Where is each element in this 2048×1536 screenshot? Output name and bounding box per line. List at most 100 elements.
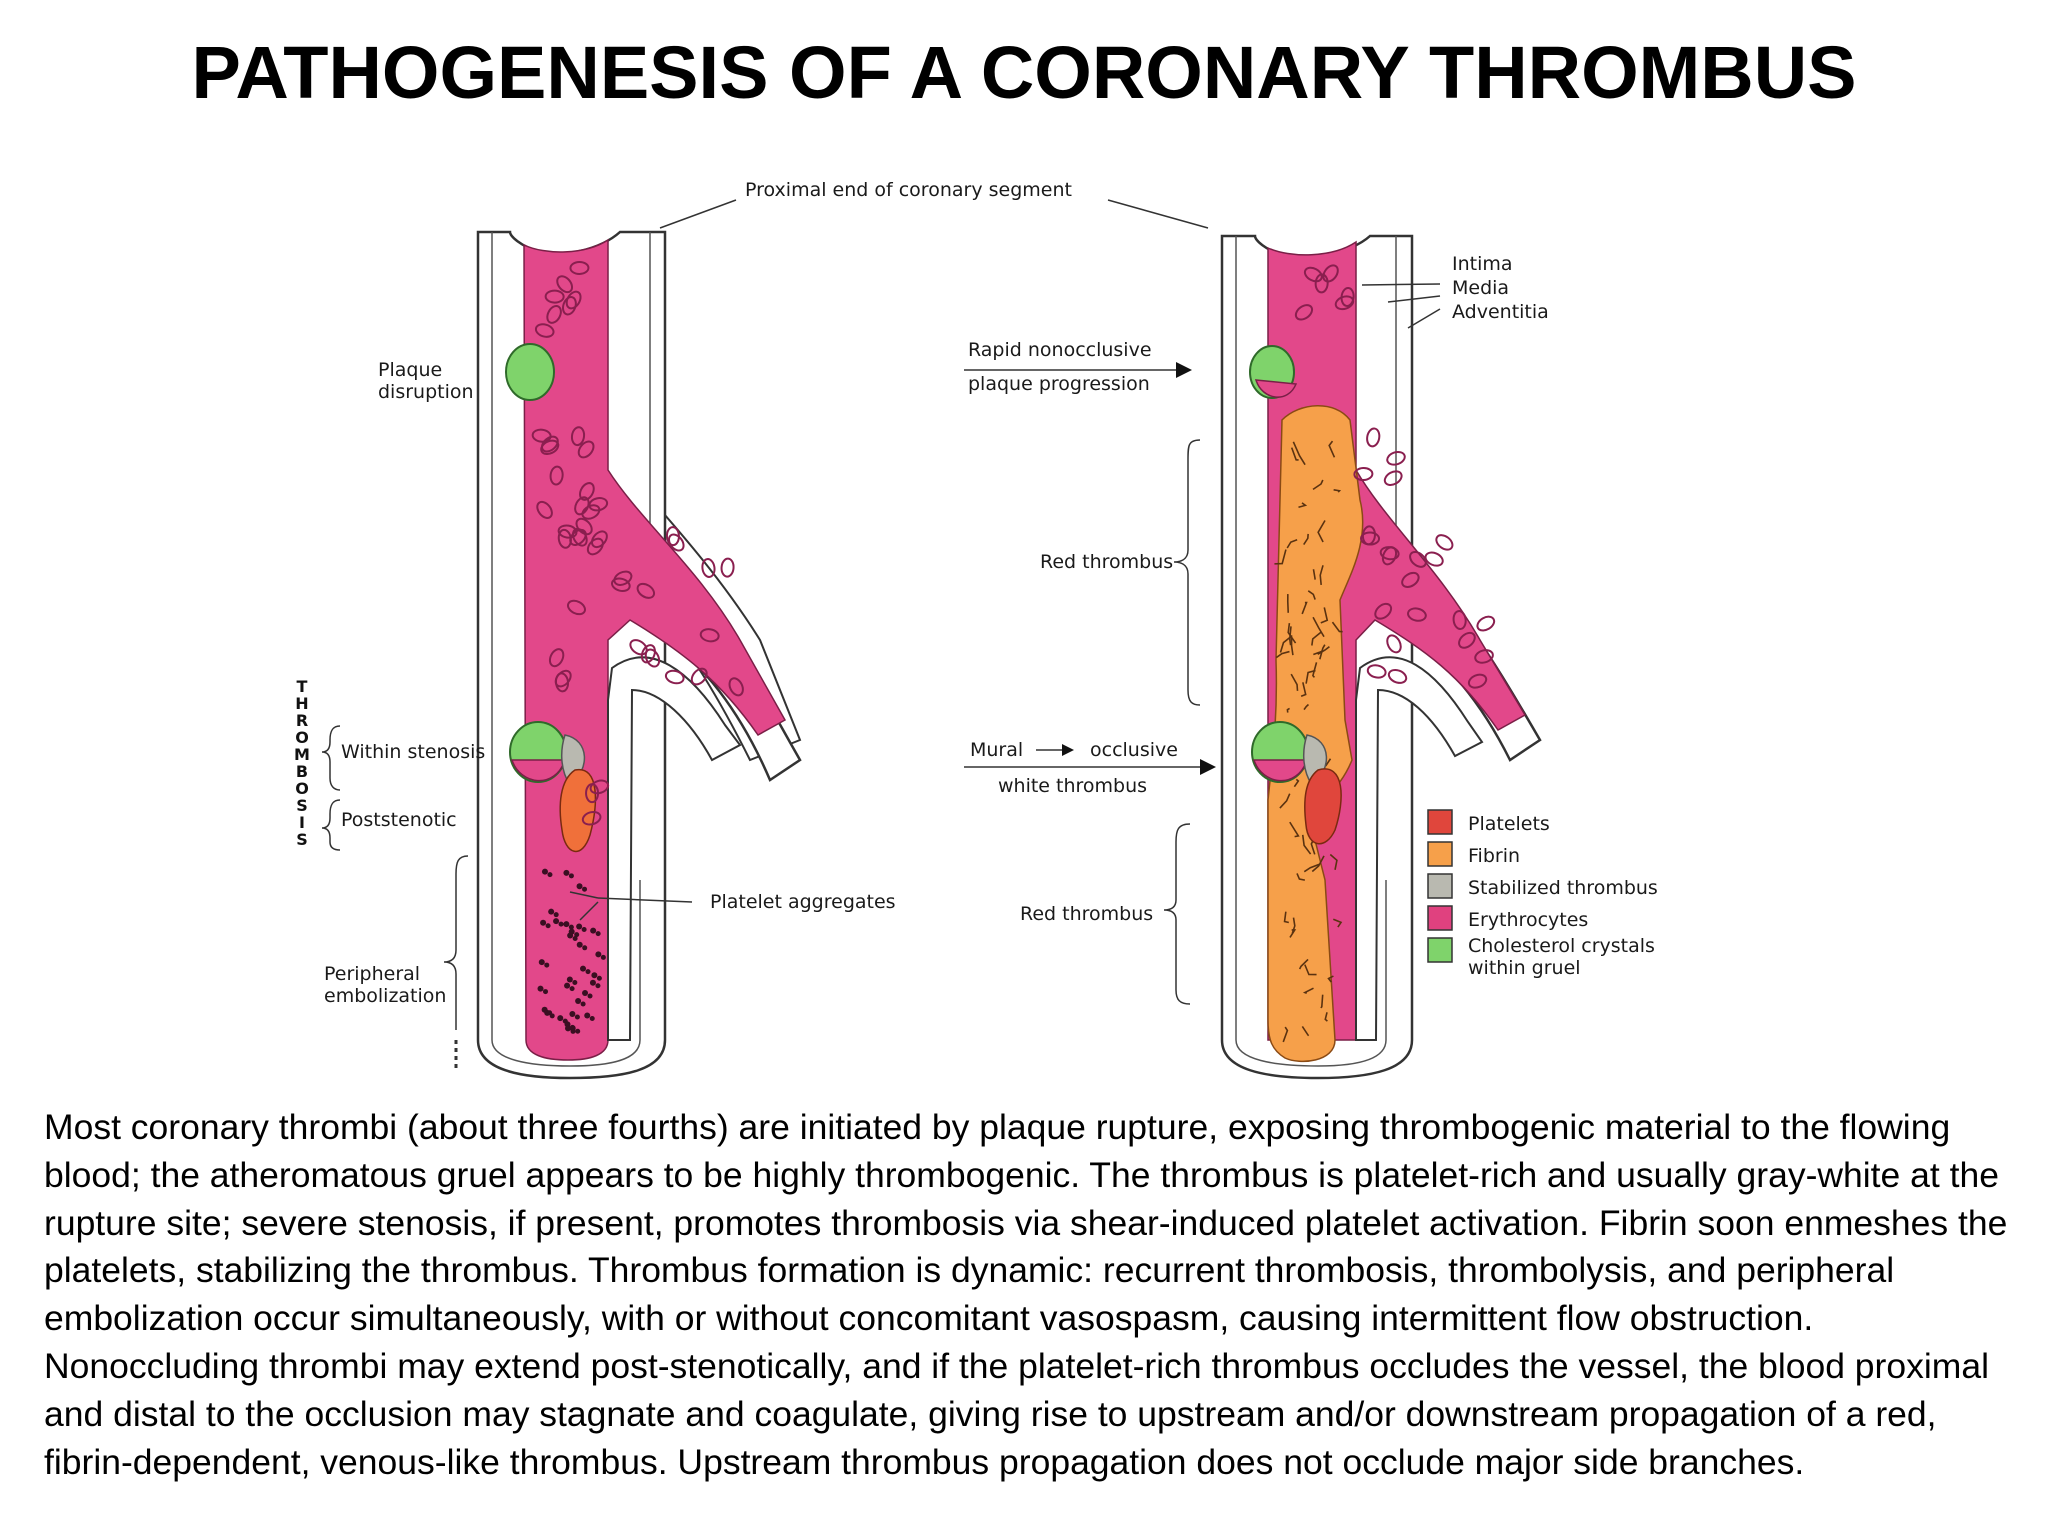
erythrocyte-mark xyxy=(556,275,574,294)
fibrin-swatch-icon xyxy=(1427,841,1453,867)
left-vessel xyxy=(476,230,802,1080)
erythrocyte-mark xyxy=(728,677,744,697)
left-blood-lumen xyxy=(523,238,787,1061)
fibrin-strand xyxy=(1286,539,1298,549)
fibrin-strand xyxy=(1301,1025,1310,1037)
fibrin-strand xyxy=(1331,621,1343,633)
legend-item-platelets: Platelets xyxy=(1427,809,1550,835)
erythrocyte-mark xyxy=(1407,607,1427,622)
aggregate-mark xyxy=(568,924,574,930)
fibrin-strand xyxy=(1311,855,1325,873)
fibrin-strand xyxy=(1328,440,1336,458)
erythrocyte-mark xyxy=(664,669,685,685)
thrombosis-letter: O xyxy=(295,728,309,747)
aggregate-mark xyxy=(568,873,574,879)
erythrocyte-mark xyxy=(1322,264,1339,283)
label-within-stenosis: Within stenosis xyxy=(341,741,485,763)
fibrin-strand xyxy=(1312,479,1324,491)
erythrocyte-mark xyxy=(629,639,648,656)
aggregate-mark xyxy=(544,962,550,968)
erythrocyte-mark xyxy=(540,435,559,453)
aggregate-mark xyxy=(569,1011,576,1018)
fibrin-strand xyxy=(1293,778,1300,788)
fibrin-strand xyxy=(1298,502,1308,509)
erythrocyte-mark xyxy=(1452,610,1467,630)
fibrin-strand xyxy=(1332,918,1343,928)
erythrocyte-mark xyxy=(1387,668,1408,684)
erythrocyte-mark xyxy=(589,779,610,795)
legend-item-stabilized: Stabilized thrombus xyxy=(1427,873,1658,899)
aggregate-mark xyxy=(544,1009,551,1016)
erythrocyte-mark xyxy=(1366,427,1381,448)
erythrocyte-mark xyxy=(1424,551,1444,567)
erythrocytes-swatch-icon xyxy=(1427,905,1453,931)
aggregate-mark xyxy=(541,868,548,875)
aggregate-mark xyxy=(538,959,545,966)
erythrocyte-mark xyxy=(540,439,560,455)
fibrin-strand xyxy=(1317,646,1330,656)
right-platelet-thrombus xyxy=(1304,768,1342,845)
fibrin-strand xyxy=(1302,987,1314,995)
aggregate-mark xyxy=(537,985,544,992)
erythrocyte-mark xyxy=(1374,602,1393,620)
erythrocyte-mark xyxy=(586,537,604,556)
legend-item-cholesterol: Cholesterol crystals within gruel xyxy=(1427,935,1655,979)
erythrocyte-mark xyxy=(1383,470,1403,486)
label-proximal-end: Proximal end of coronary segment xyxy=(745,179,1072,201)
erythrocyte-mark xyxy=(613,570,633,586)
erythrocyte-mark xyxy=(1401,571,1420,588)
legend-label-2: within gruel xyxy=(1468,957,1581,979)
legend-label: Platelets xyxy=(1468,813,1550,835)
thrombosis-letter: H xyxy=(295,694,308,713)
label-plaque-disruption-2: disruption xyxy=(378,381,474,403)
fibrin-strand xyxy=(1304,964,1317,976)
erythrocyte-mark xyxy=(581,504,601,520)
erythrocyte-mark xyxy=(1435,534,1454,551)
fibrin-strand xyxy=(1307,590,1316,600)
fibrin-strand xyxy=(1287,623,1297,644)
aggregate-mark xyxy=(595,951,602,958)
fibrin-strand xyxy=(1311,631,1322,646)
erythrocyte-mark xyxy=(557,524,578,539)
label-peripheral-2: embolization xyxy=(324,985,446,1007)
label-intima: Intima xyxy=(1452,253,1513,275)
fibrin-strand xyxy=(1296,873,1306,881)
thrombosis-letter: M xyxy=(294,745,310,764)
fibrin-strand xyxy=(1312,662,1318,678)
fibrin-strand xyxy=(1320,607,1329,624)
thrombosis-letter: S xyxy=(296,830,308,849)
aggregate-mark xyxy=(576,923,583,930)
aggregate-mark xyxy=(564,982,571,989)
erythrocyte-mark xyxy=(640,644,656,664)
erythrocyte-mark xyxy=(549,465,564,486)
erythrocyte-mark xyxy=(1353,467,1374,482)
cholesterol-swatch-icon xyxy=(1427,937,1453,963)
label-white-thrombus: white thrombus xyxy=(998,775,1147,797)
erythrocyte-mark xyxy=(565,290,582,310)
aggregate-mark xyxy=(543,989,549,995)
fibrin-strand xyxy=(1275,650,1290,659)
label-media: Media xyxy=(1452,277,1509,299)
aggregate-mark xyxy=(589,1016,595,1022)
aggregate-mark xyxy=(540,919,547,926)
fibrin-strand xyxy=(1333,488,1342,493)
thrombosis-letter: R xyxy=(296,711,308,730)
aggregate-mark xyxy=(569,986,575,992)
erythrocyte-mark xyxy=(548,648,565,668)
erythrocyte-mark xyxy=(690,667,708,686)
fibrin-strand xyxy=(1320,994,1324,1009)
fibrin-strand xyxy=(1312,616,1325,638)
aggregate-mark xyxy=(584,1012,591,1019)
label-adventitia: Adventitia xyxy=(1452,301,1549,323)
fibrin-strand xyxy=(1298,958,1309,970)
aggregate-mark xyxy=(557,1015,564,1022)
aggregate-mark xyxy=(580,1001,586,1007)
fibrin-strand xyxy=(1300,682,1307,697)
stabilized-thrombus-swatch-icon xyxy=(1427,873,1453,899)
erythrocyte-mark xyxy=(1386,634,1402,654)
label-rapid-1: Rapid nonocclusive xyxy=(968,339,1152,361)
left-plaque-upper xyxy=(505,343,555,401)
thrombosis-letter: T xyxy=(297,677,308,696)
erythrocyte-mark xyxy=(1366,664,1387,679)
